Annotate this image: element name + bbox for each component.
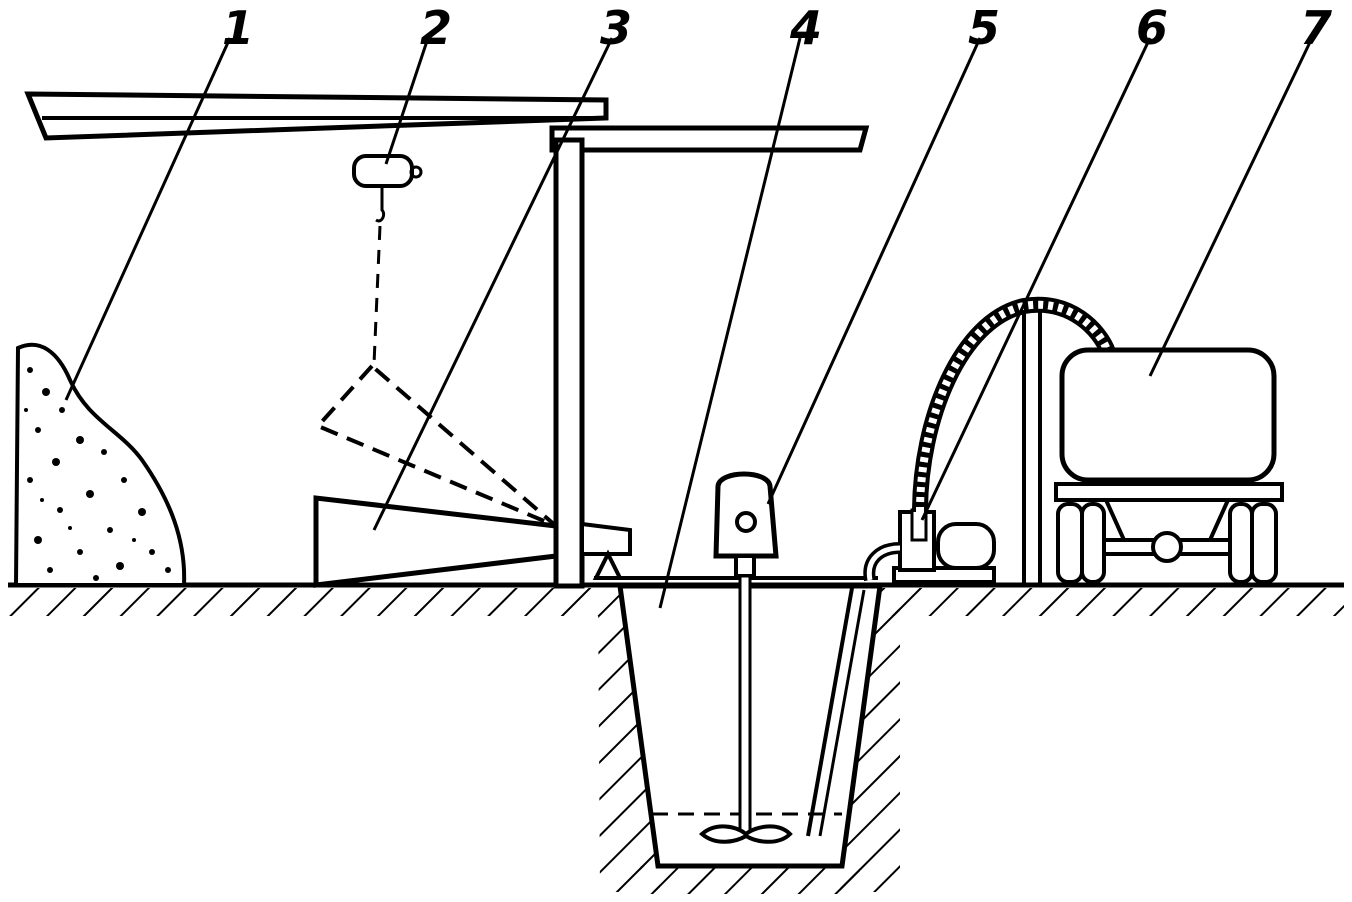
wheel-left-inner	[1080, 502, 1106, 584]
hose-mast	[1022, 310, 1042, 584]
leader-lines	[64, 37, 1314, 609]
wheel-right-inner	[1228, 502, 1254, 584]
hoist-drum-cap	[409, 165, 423, 179]
callout-7: 7	[1300, 1, 1332, 55]
leader-line-4	[658, 37, 802, 609]
trailer-strut-right	[1208, 499, 1230, 541]
trailer-strut-left	[1104, 499, 1126, 541]
agitator-shaft	[738, 574, 752, 836]
mixer-motor-eye	[735, 511, 757, 533]
trailer-chassis	[1054, 482, 1284, 502]
agitator-blades	[698, 824, 793, 844]
ground-hatch-left	[8, 588, 600, 616]
sand-pile	[13, 342, 187, 587]
callout-labels: 1 2 3 4 5 6 7	[222, 1, 1332, 55]
leader-line-5	[766, 37, 982, 505]
mixer-motor-housing	[713, 471, 779, 559]
leader-line-7	[1148, 37, 1314, 377]
leader-line-6	[920, 37, 1152, 521]
pit-hatch-left	[598, 588, 660, 892]
hoist-body	[352, 154, 414, 188]
pump-unit	[863, 296, 1116, 584]
mixer-coupling	[734, 554, 756, 578]
suction-hose-inner	[866, 545, 901, 581]
hopper-pivot-support	[592, 549, 624, 580]
callout-2: 2	[420, 1, 452, 55]
wheel-left-outer	[1056, 502, 1084, 584]
wheel-right-outer	[1250, 502, 1278, 584]
callout-5: 5	[968, 1, 1000, 55]
gantry-frame	[24, 91, 870, 589]
sand-grain-texture	[24, 367, 171, 581]
leader-line-2	[384, 37, 430, 165]
ground-hatch-right	[884, 588, 1344, 616]
delivery-hose-texture	[916, 300, 1112, 513]
callout-1: 1	[222, 1, 254, 55]
hopper-raised-position	[314, 363, 558, 528]
tank-body	[1059, 347, 1277, 483]
hopper-pivot-block	[580, 521, 632, 556]
support-column	[553, 137, 585, 589]
pit-hatch-bottom	[640, 866, 860, 894]
leader-line-3	[372, 37, 614, 531]
hoist-hook	[375, 188, 386, 223]
suction-pipe	[806, 587, 854, 837]
callout-4: 4	[789, 1, 822, 55]
callout-6: 6	[1136, 1, 1168, 55]
leader-line-1	[64, 37, 232, 401]
hoist-cable	[372, 225, 382, 365]
hopper-lowered	[313, 495, 559, 588]
pump-motor	[936, 522, 996, 570]
crane-rail	[549, 125, 870, 153]
mixer	[698, 471, 793, 844]
tank-trailer	[1054, 347, 1284, 584]
pit-hatch-right	[840, 588, 900, 892]
hoist	[352, 154, 423, 365]
axle-differential	[1151, 531, 1183, 563]
suction-pipe-inner	[818, 589, 866, 837]
callout-3: 3	[600, 1, 632, 55]
sand-pile-outline	[13, 342, 187, 587]
tipping-hopper	[313, 363, 632, 588]
